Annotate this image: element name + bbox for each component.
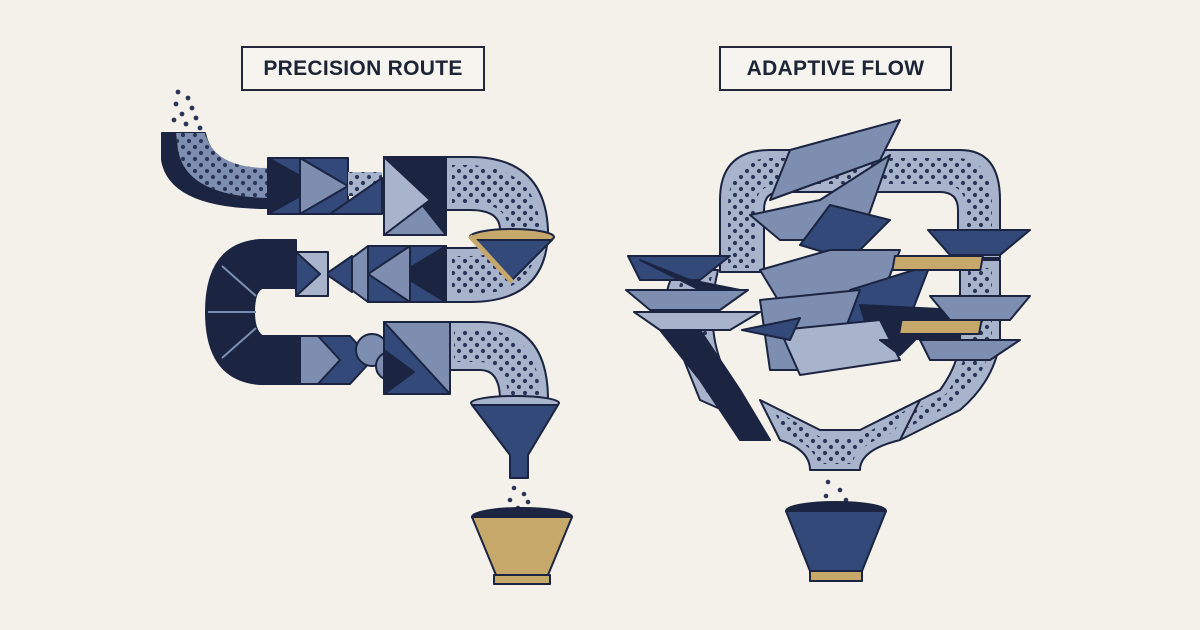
precision-route-diagram [161,89,573,585]
navy-funnel [470,395,560,479]
adaptive-flow-diagram [625,119,1031,582]
adaptive-flow-label: ADAPTIVE FLOW [719,46,952,91]
row1-chevrons [267,156,447,236]
gold-collection-cup [471,507,573,585]
inlet-particles [171,89,203,131]
right-plates [891,229,1031,361]
gold-valve [468,228,555,284]
row3-segments [299,321,451,395]
row2-chevrons [295,245,447,303]
precision-route-label: PRECISION ROUTE [241,46,485,91]
navy-collection-cup [785,501,887,582]
adaptive-shards [741,119,961,376]
adaptive-merge-pipe [759,399,921,471]
left-plates [625,255,771,441]
